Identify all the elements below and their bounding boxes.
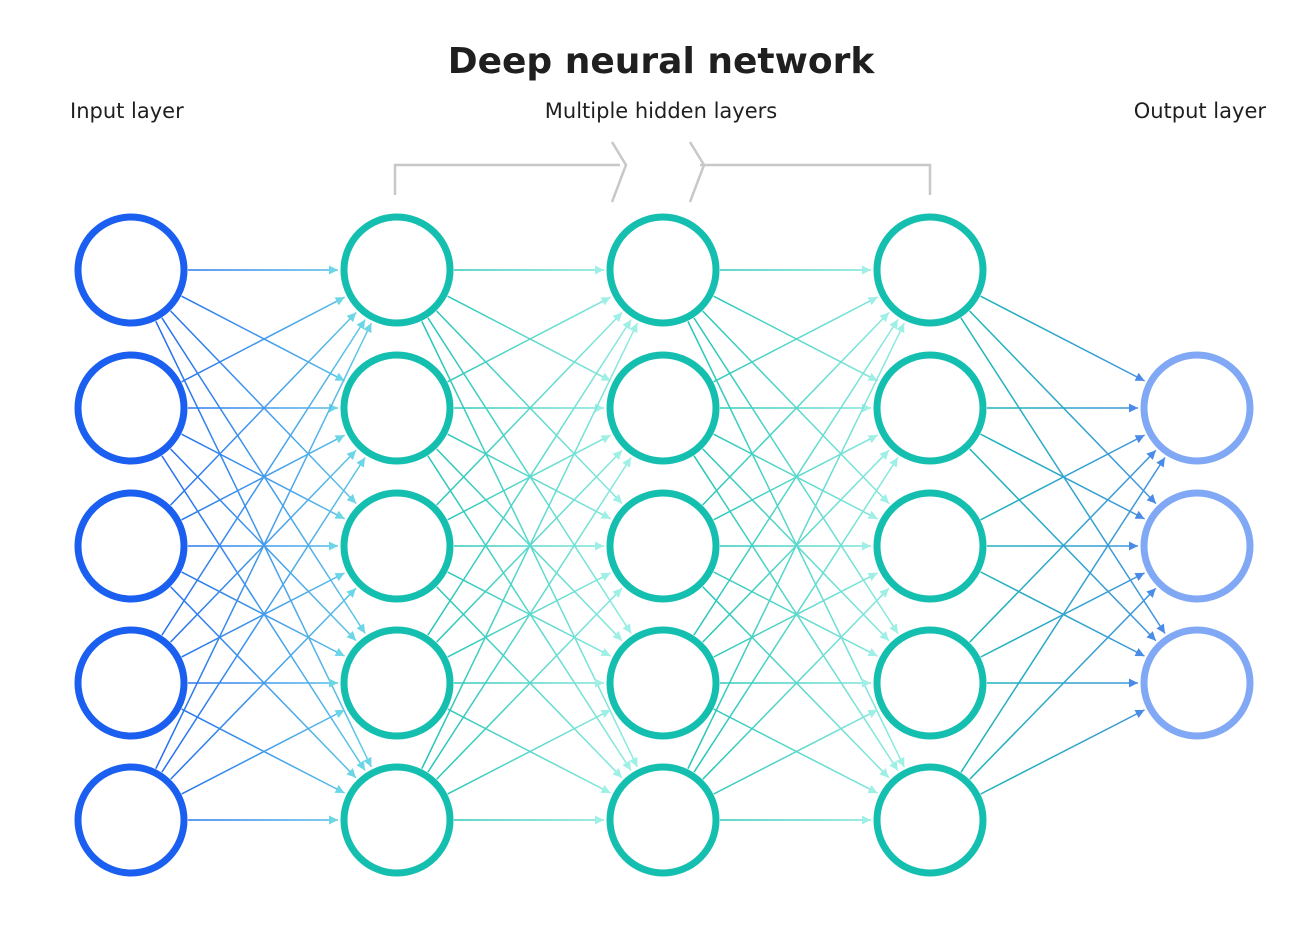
connection-l4-n2-to-l5-n3 bbox=[969, 448, 1157, 642]
connection-l4-n5-to-l5-n2 bbox=[969, 587, 1157, 780]
output-neuron-2 bbox=[1140, 489, 1254, 603]
bracket-break-right bbox=[688, 141, 706, 203]
hidden2-neuron-2 bbox=[606, 351, 720, 465]
connection-l2-n4-to-l3-n5 bbox=[447, 708, 611, 794]
connection-l2-n2-to-l3-n5 bbox=[427, 455, 632, 771]
hidden3-neuron-4 bbox=[873, 626, 987, 740]
input-neuron-4 bbox=[74, 626, 188, 740]
connection-l3-n1-to-l4-n4 bbox=[693, 317, 899, 634]
hidden3-neuron-3 bbox=[873, 489, 987, 603]
connection-l4-n3-to-l5-n1 bbox=[980, 434, 1145, 521]
connection-l1-n2-to-l2-n1 bbox=[181, 296, 345, 383]
hidden3-neuron-5 bbox=[873, 763, 987, 877]
connection-l1-n1-to-l2-n2 bbox=[181, 295, 345, 382]
connection-l3-n3-to-l4-n1 bbox=[702, 311, 890, 506]
connection-l1-n1-to-l2-n4 bbox=[161, 317, 366, 634]
connection-l3-n5-to-l4-n4 bbox=[713, 709, 878, 795]
connection-l2-n1-to-l3-n4 bbox=[427, 317, 632, 634]
connection-l3-n4-to-l4-n1 bbox=[693, 319, 899, 636]
bracket-left-segment bbox=[393, 163, 620, 195]
hidden2-neuron-5 bbox=[606, 763, 720, 877]
connection-l3-n2-to-l4-n5 bbox=[693, 455, 899, 771]
hidden2-neuron-3 bbox=[606, 489, 720, 603]
connection-l3-n4-to-l4-n5 bbox=[713, 708, 878, 794]
connection-l3-n5-to-l4-n2 bbox=[693, 457, 899, 773]
connection-l2-n4-to-l3-n1 bbox=[427, 319, 632, 636]
input-neuron-5 bbox=[74, 763, 188, 877]
connection-l1-n2-to-l2-n5 bbox=[161, 455, 366, 771]
connection-l1-n2-to-l2-n3 bbox=[181, 433, 345, 520]
input-neuron-1 bbox=[74, 213, 188, 327]
input-layer-label: Input layer bbox=[70, 99, 184, 123]
connection-l4-n1-to-l5-n1 bbox=[980, 295, 1145, 382]
hidden1-neuron-1 bbox=[340, 213, 454, 327]
connection-l1-n3-to-l2-n1 bbox=[170, 311, 357, 506]
hidden2-neuron-4 bbox=[606, 626, 720, 740]
hidden3-neuron-1 bbox=[873, 213, 987, 327]
connection-l2-n1-to-l3-n2 bbox=[447, 295, 611, 382]
connection-l1-n4-to-l2-n5 bbox=[181, 708, 345, 794]
bracket-break-left bbox=[610, 141, 628, 203]
hidden1-neuron-5 bbox=[340, 763, 454, 877]
connection-l4-n4-to-l5-n1 bbox=[969, 449, 1157, 643]
connection-l1-n5-to-l2-n2 bbox=[161, 457, 366, 773]
connection-l2-n5-to-l3-n3 bbox=[436, 587, 623, 780]
output-layer-label: Output layer bbox=[1134, 99, 1267, 123]
connection-l2-n5-to-l3-n1 bbox=[421, 322, 638, 770]
connection-l1-n5-to-l2-n4 bbox=[181, 709, 345, 795]
connection-l4-n5-to-l5-n3 bbox=[980, 709, 1145, 795]
connection-l2-n5-to-l3-n2 bbox=[427, 457, 632, 773]
connection-l2-n2-to-l3-n3 bbox=[447, 433, 611, 520]
connection-l3-n5-to-l4-n3 bbox=[702, 587, 890, 780]
bracket-right-segment bbox=[700, 163, 932, 195]
hidden-layers-label: Multiple hidden layers bbox=[545, 99, 777, 123]
connection-l3-n2-to-l4-n1 bbox=[713, 296, 878, 383]
output-neuron-3 bbox=[1140, 626, 1254, 740]
connection-l2-n5-to-l3-n4 bbox=[447, 709, 611, 795]
connection-l2-n3-to-l3-n1 bbox=[436, 311, 623, 506]
connection-l2-n2-to-l3-n1 bbox=[447, 296, 611, 383]
input-neuron-3 bbox=[74, 489, 188, 603]
connections bbox=[155, 265, 1166, 825]
input-neuron-2 bbox=[74, 351, 188, 465]
hidden1-neuron-2 bbox=[340, 351, 454, 465]
connection-l4-n2-to-l5-n2 bbox=[980, 433, 1145, 520]
connection-l3-n5-to-l4-n1 bbox=[687, 322, 905, 770]
connection-l1-n4-to-l2-n1 bbox=[161, 319, 366, 636]
connection-l1-n5-to-l2-n1 bbox=[155, 322, 372, 770]
connection-l3-n1-to-l4-n2 bbox=[713, 295, 878, 382]
connection-l1-n5-to-l2-n3 bbox=[170, 587, 357, 780]
diagram-title: Deep neural network bbox=[448, 41, 876, 82]
neurons bbox=[74, 213, 1254, 877]
hidden1-neuron-4 bbox=[340, 626, 454, 740]
connection-l4-n5-to-l5-n1 bbox=[960, 457, 1166, 773]
hidden3-neuron-2 bbox=[873, 351, 987, 465]
hidden2-neuron-1 bbox=[606, 213, 720, 327]
hidden1-neuron-3 bbox=[340, 489, 454, 603]
output-neuron-1 bbox=[1140, 351, 1254, 465]
hidden-layers-bracket bbox=[393, 141, 932, 203]
connection-l4-n1-to-l5-n3 bbox=[960, 317, 1166, 634]
